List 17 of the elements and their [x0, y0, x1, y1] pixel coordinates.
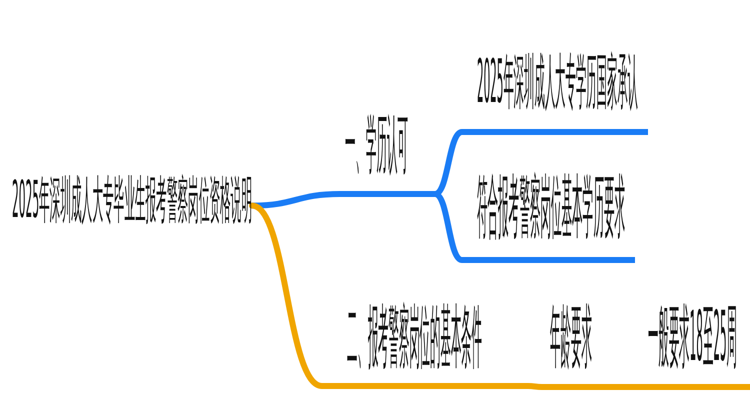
- topic-text: 年龄要求: [550, 303, 592, 372]
- topic-text: 一、学历认可: [345, 113, 408, 177]
- branch-underline: [322, 303, 528, 389]
- branch-underline: [340, 113, 435, 197]
- branch-connector: [432, 191, 465, 263]
- branch-underline: [462, 52, 648, 135]
- topic-text: 一般要求18至25周: [648, 303, 737, 372]
- branch-connector: [611, 384, 631, 390]
- topic-text: 符合报考警察岗位基本学历要求: [477, 173, 625, 242]
- branch-connector: [525, 383, 545, 390]
- branch-connector: [249, 202, 325, 389]
- topic-text: 2025年深圳成人大专学历国家承认: [477, 52, 638, 112]
- branch-underline: [542, 303, 614, 390]
- branch-underline: [628, 303, 750, 390]
- branch-underline: [462, 173, 635, 263]
- topic-text: 二、报考警察岗位的基本条件: [347, 303, 482, 372]
- root-topic-text: 2025年深圳成人大专毕业生报考警察岗位资格说明: [12, 175, 252, 226]
